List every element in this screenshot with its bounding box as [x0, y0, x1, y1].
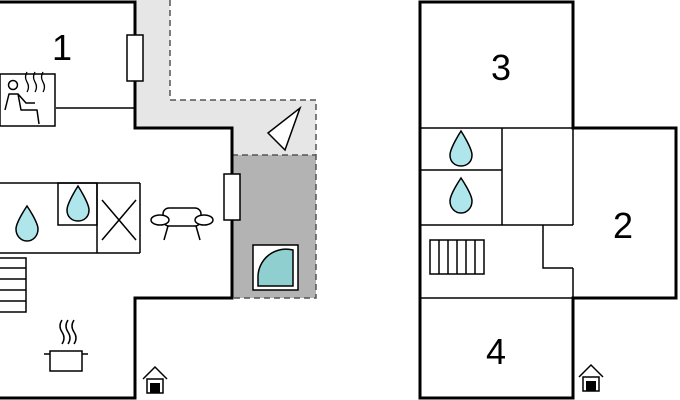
sauna-icon [0, 71, 56, 127]
parasol-icon [266, 105, 302, 152]
room-number-1: 1 [52, 27, 72, 68]
room-number-2: 2 [613, 205, 633, 246]
sofa-icon [150, 207, 214, 241]
stove-icon [44, 319, 88, 372]
terrace-dashed-edge [169, 0, 317, 299]
right-building-walls [418, 0, 678, 400]
right-interior-walls [420, 127, 574, 299]
terrace-light [135, 0, 316, 155]
sink-icon [101, 199, 137, 241]
water-drop-icon [66, 184, 90, 222]
stairs-icon [429, 239, 485, 275]
window-frame [126, 34, 144, 82]
water-drop-icon [449, 176, 473, 214]
water-drop-icon [449, 129, 473, 167]
stairs-icon [0, 257, 27, 313]
left-building-walls [0, 0, 234, 400]
window-frame [223, 173, 241, 221]
bathtub-icon [252, 244, 299, 291]
room-number-3: 3 [491, 47, 511, 88]
entrance-icon [578, 363, 604, 392]
entrance-icon [142, 365, 168, 394]
room-number-4: 4 [486, 331, 506, 372]
left-interior-walls [0, 107, 141, 254]
water-drop-icon [15, 204, 39, 242]
